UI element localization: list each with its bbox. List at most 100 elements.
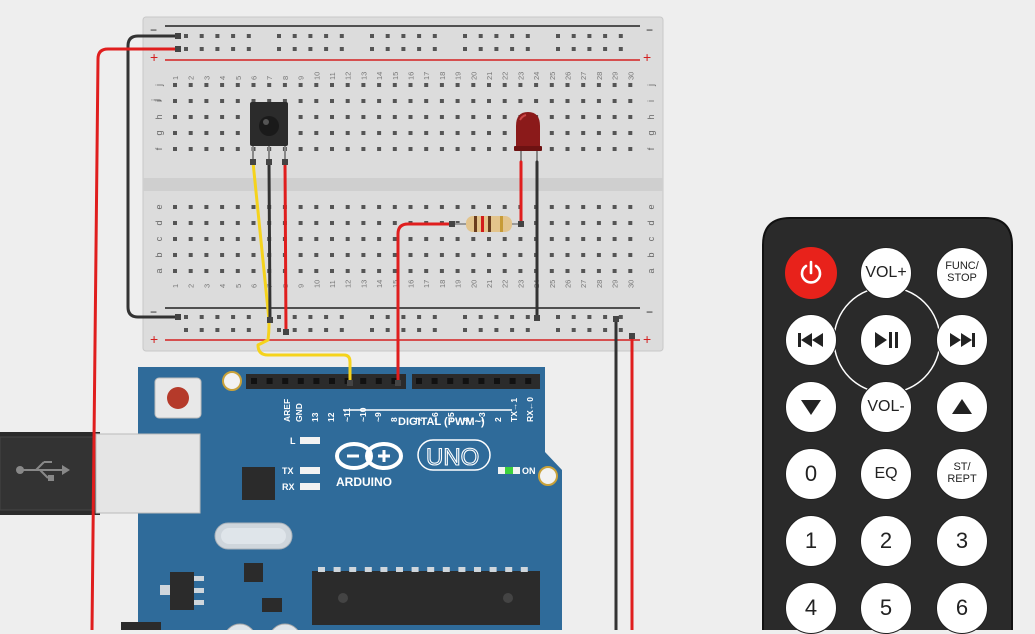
column-number: 1 — [171, 76, 180, 80]
breadboard-hole — [612, 205, 617, 209]
rail-hole — [571, 315, 576, 319]
rail-hole — [618, 315, 623, 319]
remote-1-button[interactable]: 1 — [785, 515, 837, 567]
breadboard-hole — [173, 99, 177, 103]
breadboard-hole — [487, 269, 491, 273]
wire-endpoint — [347, 380, 353, 386]
breadboard-hole — [173, 205, 177, 209]
remote-3-button[interactable]: 3 — [936, 515, 988, 567]
column-number: 29 — [611, 280, 620, 288]
remote-5-button[interactable]: 5 — [860, 582, 912, 634]
remote-func-stop-button[interactable]: FUNC/ STOP — [936, 247, 988, 299]
red-led[interactable] — [514, 112, 542, 162]
rail-hole — [339, 315, 344, 319]
digit-label: 3 — [955, 528, 969, 553]
triangle-up-icon — [952, 399, 972, 414]
remote-vol-down-button[interactable]: VOL- — [860, 381, 912, 433]
column-number: 5 — [234, 76, 243, 80]
breadboard-hole — [267, 99, 272, 103]
column-number: 21 — [485, 280, 494, 288]
breadboard-hole — [549, 99, 554, 103]
remote-eq-button[interactable]: EQ — [860, 448, 912, 500]
rail-hole — [215, 34, 220, 38]
breadboard-hole — [565, 205, 570, 209]
breadboard-hole — [204, 131, 209, 135]
breadboard-hole — [549, 83, 554, 87]
column-number: 25 — [548, 72, 557, 80]
rail-hole — [277, 328, 281, 332]
breadboard-hole — [235, 221, 240, 225]
column-number: 7 — [265, 76, 274, 80]
resistor[interactable] — [452, 216, 522, 232]
rail-hole — [199, 34, 204, 38]
breadboard-hole — [377, 115, 382, 119]
reset-button[interactable] — [154, 377, 202, 419]
breadboard-hole — [298, 83, 303, 87]
row-letter: a — [154, 268, 164, 273]
breadboard-hole — [314, 131, 319, 135]
pin-label: 8 — [389, 417, 399, 422]
breadboard-hole — [502, 253, 507, 257]
remote-power-button[interactable] — [785, 247, 837, 299]
breadboard-hole — [204, 205, 209, 209]
column-number: 18 — [438, 72, 447, 80]
remote-next-button[interactable] — [936, 314, 988, 366]
breadboard-hole — [581, 237, 586, 241]
breadboard-hole — [361, 253, 366, 257]
remote-4-button[interactable]: 4 — [785, 582, 837, 634]
rail-hole — [417, 47, 422, 51]
breadboard-hole — [282, 83, 287, 87]
remote-vol-up-button[interactable]: VOL+ — [860, 247, 912, 299]
led-rx-label: RX — [282, 482, 295, 492]
rail-hole — [432, 34, 437, 38]
row-letter: d — [646, 220, 656, 225]
breadboard-hole — [424, 205, 429, 209]
vol-up-label: VOL+ — [865, 264, 907, 281]
breadboard-hole — [314, 237, 319, 241]
rail-hole — [308, 47, 313, 51]
row-letter: j — [151, 99, 162, 102]
row-letter: c — [646, 236, 656, 241]
column-number: 2 — [187, 284, 196, 288]
breadboard-hole — [502, 99, 507, 103]
breadboard-hole — [596, 237, 601, 241]
rail-hole — [277, 34, 281, 38]
rail-hole — [417, 315, 422, 319]
breadboard-hole — [298, 205, 303, 209]
remote-2-button[interactable]: 2 — [860, 515, 912, 567]
remote-prev-button[interactable] — [785, 314, 837, 366]
breadboard-hole — [502, 237, 507, 241]
column-number: 17 — [422, 280, 431, 288]
breadboard-hole — [596, 131, 601, 135]
remote-up-button[interactable] — [936, 381, 988, 433]
wire-red-5v — [90, 47, 180, 630]
breadboard-hole — [471, 99, 476, 103]
breadboard-hole — [188, 237, 193, 241]
pin-label: TX→1 — [509, 398, 519, 422]
pin-label: ~3 — [477, 412, 487, 422]
remote-st-rept-button[interactable]: ST/ REPT — [936, 448, 988, 500]
wire-endpoint — [629, 333, 635, 339]
rail-hole — [556, 47, 560, 51]
column-number: 11 — [328, 72, 337, 80]
breadboard-hole — [204, 99, 209, 103]
remote-down-button[interactable] — [785, 381, 837, 433]
breadboard-hole — [502, 205, 507, 209]
remote-0-button[interactable]: 0 — [785, 448, 837, 500]
remote-6-button[interactable]: 6 — [936, 582, 988, 634]
arduino-logo-icon — [335, 442, 403, 470]
breadboard-hole — [534, 99, 539, 103]
breadboard-hole — [596, 205, 601, 209]
remote-play-pause-button[interactable] — [860, 314, 912, 366]
breadboard-hole — [455, 205, 460, 209]
breadboard-hole — [612, 99, 617, 103]
breadboard-hole — [518, 253, 523, 257]
column-number: 29 — [611, 72, 620, 80]
breadboard-hole — [330, 83, 334, 87]
breadboard-hole — [455, 131, 460, 135]
rail-hole — [370, 315, 374, 319]
breadboard-hole — [487, 237, 491, 241]
ir-receiver[interactable] — [250, 102, 288, 162]
breadboard-hole — [628, 147, 633, 151]
